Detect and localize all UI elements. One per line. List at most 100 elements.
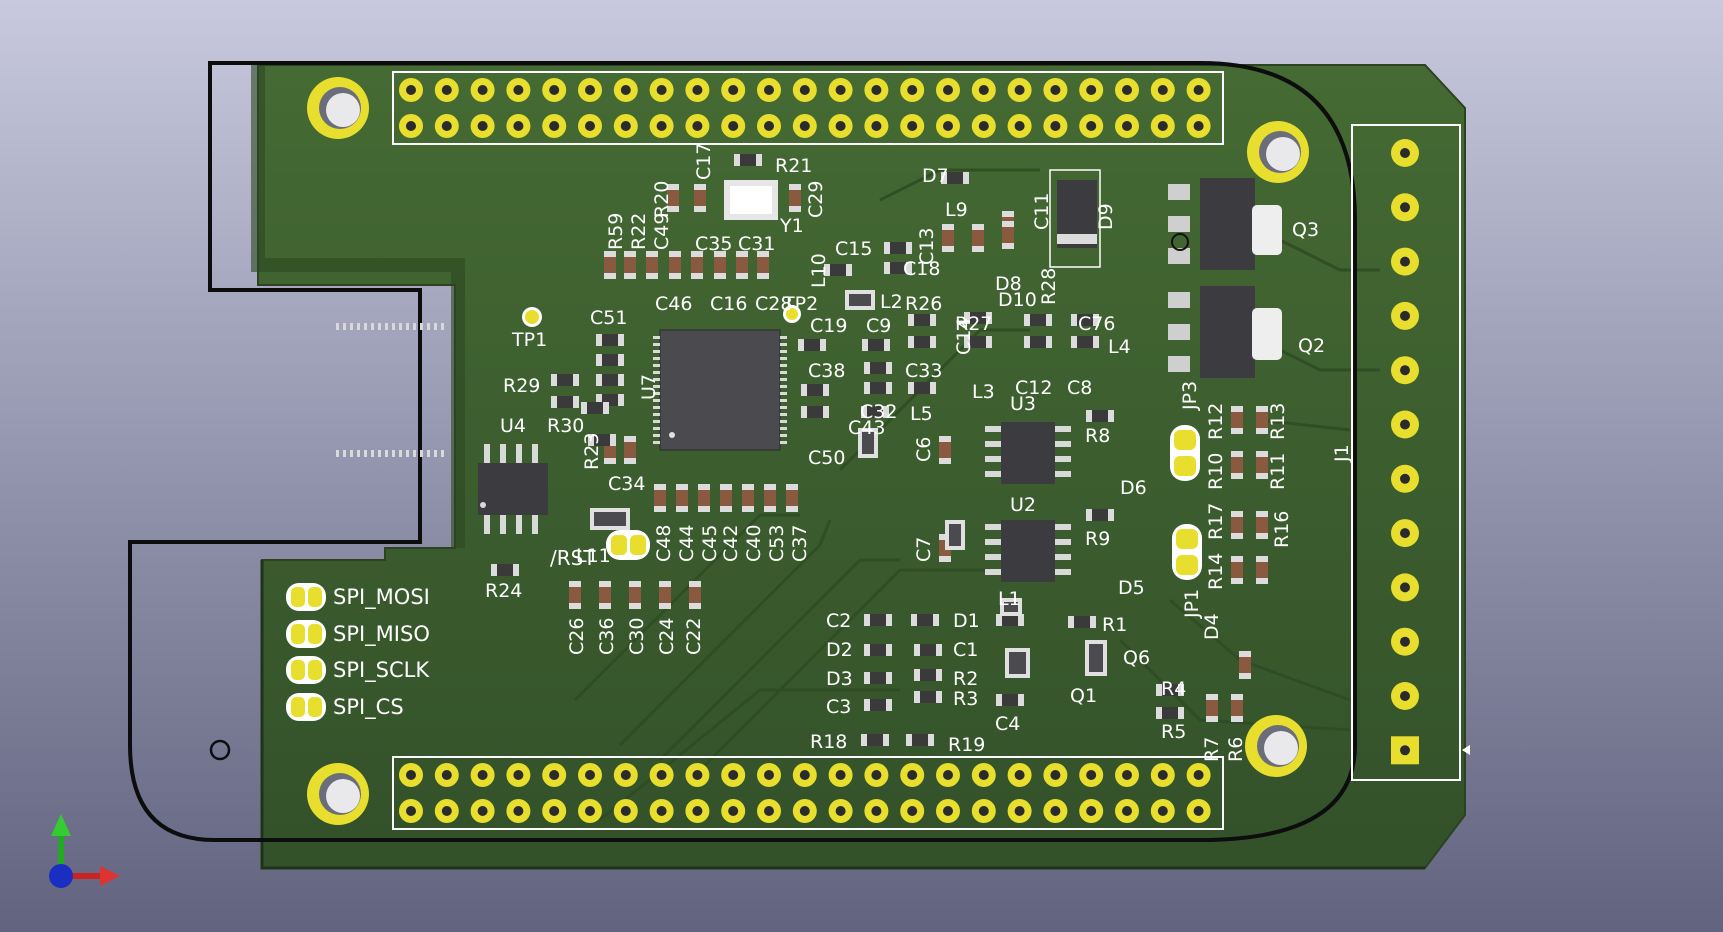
- smd-passive: [864, 614, 892, 626]
- smd-passive: [1231, 406, 1243, 434]
- smd-passive: [1239, 651, 1251, 679]
- header-pin: [721, 78, 746, 102]
- test-point-tp2: [783, 305, 801, 323]
- header-pin: [757, 78, 781, 102]
- smd-passive: [824, 264, 852, 276]
- header-pin: [757, 114, 781, 138]
- smd-passive: [742, 484, 754, 512]
- smd-passive: [1256, 451, 1268, 479]
- header-pin: [613, 763, 638, 787]
- ref-label: C45: [699, 525, 721, 562]
- ref-label: C32: [860, 401, 897, 423]
- ref-label: C24: [656, 618, 678, 655]
- ref-label: R23: [581, 433, 603, 470]
- jumper-rst: [606, 530, 650, 560]
- smd-passive: [491, 564, 519, 576]
- ref-label: C53: [766, 525, 788, 562]
- header-pin: [864, 78, 889, 102]
- header-pin: [1079, 799, 1104, 823]
- header-pin: [971, 763, 996, 787]
- smd-passive: [801, 406, 829, 418]
- header-pin: [1186, 763, 1211, 787]
- smd-passive: [1256, 511, 1268, 539]
- ref-label: C48: [653, 525, 675, 562]
- ref-label: R7: [1201, 737, 1223, 762]
- header-pin: [1115, 114, 1139, 138]
- smd-passive: [691, 251, 703, 279]
- ref-label: C30: [626, 618, 648, 655]
- smd-passive: [911, 614, 939, 626]
- axis-y-icon: [51, 814, 71, 876]
- ref-label: L9: [945, 199, 968, 221]
- ref-label: L10: [808, 253, 830, 288]
- ref-label: R22: [628, 213, 650, 250]
- smd-passive: [646, 251, 658, 279]
- header-pin: [971, 799, 996, 823]
- ref-label: R19: [948, 734, 985, 756]
- ref-label: C7: [913, 537, 935, 562]
- smd-passive: [1231, 694, 1243, 722]
- header-pin: [1007, 763, 1032, 787]
- smd-passive: [676, 484, 688, 512]
- transistor-q3: [1168, 178, 1282, 270]
- ref-label: R11: [1267, 453, 1289, 490]
- jumper-jp1: [1172, 524, 1202, 580]
- ic-u2: [985, 520, 1071, 582]
- spi-pad-cs: [286, 693, 326, 721]
- smd-passive: [864, 382, 892, 394]
- header-pin: [1007, 78, 1032, 102]
- ref-label: JP3: [1179, 381, 1201, 411]
- smd-passive: [596, 374, 624, 386]
- ref-label: L2: [880, 291, 903, 313]
- ref-label: D8: [995, 273, 1022, 295]
- ref-label: C37: [789, 525, 811, 562]
- smd-passive: [581, 402, 609, 414]
- smd-passive: [908, 382, 936, 394]
- header-pin: [1079, 78, 1104, 102]
- ref-label: J1: [1331, 444, 1353, 463]
- ref-label: C12: [1015, 377, 1052, 399]
- net-label-spi-cs: SPI_CS: [333, 695, 404, 720]
- smd-passive: [996, 694, 1024, 706]
- ref-label: C49: [651, 213, 673, 250]
- ref-label: Q3: [1292, 219, 1319, 241]
- ref-label: C35: [695, 233, 732, 255]
- ref-label: C76: [1078, 313, 1115, 335]
- header-pin: [506, 799, 531, 823]
- ref-label: R16: [1271, 511, 1293, 548]
- ref-label: C29: [805, 181, 827, 218]
- ref-label: C46: [655, 293, 692, 315]
- header-pin: [578, 114, 602, 138]
- header-pin: [470, 78, 495, 102]
- ref-label: C34: [608, 473, 645, 495]
- ref-label: C43: [848, 417, 885, 439]
- smd-passive: [599, 581, 611, 609]
- smd-passive: [1231, 511, 1243, 539]
- j1-pin: [1391, 464, 1419, 493]
- board-outline: [128, 61, 1357, 842]
- ref-label: C42: [720, 525, 742, 562]
- header-pin: [1150, 114, 1175, 138]
- ref-label: R2: [953, 668, 978, 690]
- header-pin: [1115, 763, 1139, 787]
- passive-components: [491, 154, 1268, 746]
- smd-passive: [1068, 616, 1096, 628]
- mounting-hole: [1247, 121, 1309, 183]
- smd-passive: [604, 251, 616, 279]
- ref-label: R26: [905, 293, 942, 315]
- smd-passive: [789, 184, 801, 212]
- header-pin: [399, 799, 423, 823]
- smd-passive: [908, 314, 936, 326]
- header-pin: [399, 78, 423, 102]
- smd-passive: [906, 734, 934, 746]
- ref-label: C8: [1067, 377, 1092, 399]
- smd-passive: [659, 581, 671, 609]
- header-pin: [936, 799, 960, 823]
- smd-passive: [864, 362, 892, 374]
- smd-passive: [1156, 684, 1184, 696]
- smd-passive: [714, 251, 726, 279]
- ref-label: D10: [998, 289, 1037, 311]
- j1-pin: [1391, 627, 1419, 656]
- header-top: [392, 71, 1224, 145]
